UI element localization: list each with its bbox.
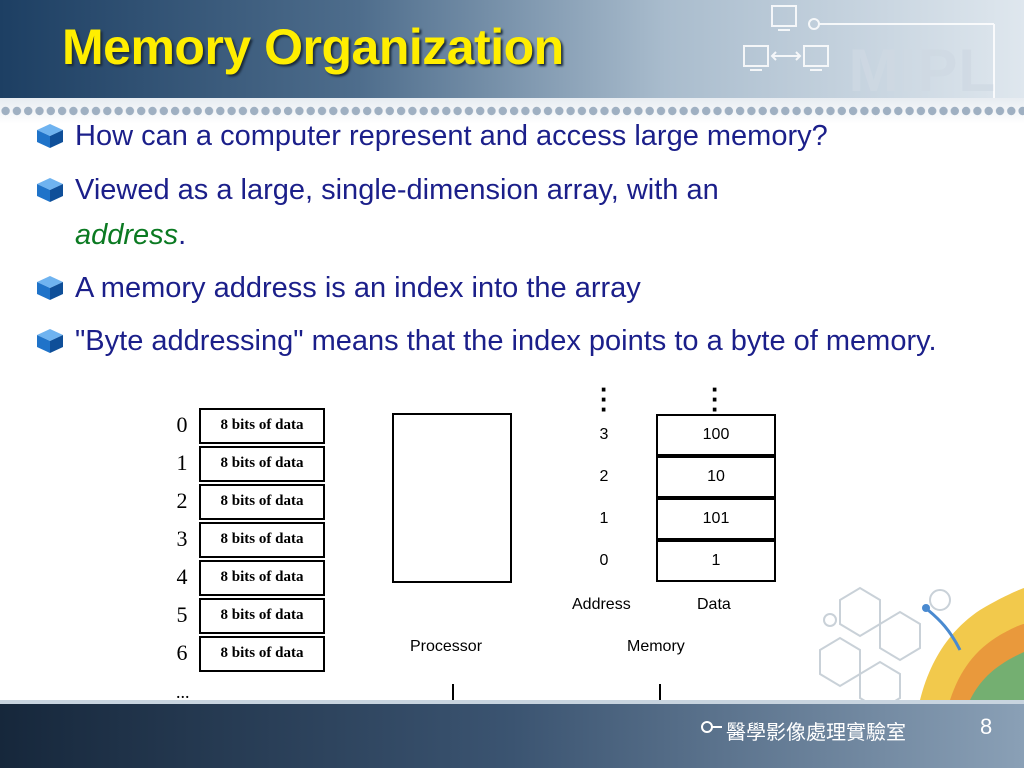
cube-bullet-icon [37, 276, 63, 300]
address-label: 2 [599, 468, 609, 485]
array-index-label: 5 [176, 602, 188, 627]
cube-bullet-icon [37, 124, 63, 148]
byte-cell: 8 bits of data [199, 484, 325, 520]
address-label: 1 [599, 510, 609, 527]
processor-label: Processor [410, 638, 483, 655]
memory-data-cell: 1 [656, 540, 776, 582]
array-index-label: 1 [176, 450, 188, 475]
array-index-label: 0 [176, 412, 188, 437]
memory-data-cell: 101 [656, 498, 776, 540]
memory-label: Memory [627, 638, 685, 655]
byte-cell: 8 bits of data [199, 446, 325, 482]
slide-header [0, 0, 1024, 100]
mipl-logo: MIPL [848, 37, 996, 104]
array-index-label: 6 [176, 640, 188, 665]
address-emphasis: address [75, 219, 179, 251]
array-ellipsis: ... [176, 682, 190, 702]
page-number: 8 [980, 714, 993, 739]
dotted-divider [0, 98, 1024, 124]
slide-title: Memory Organization [62, 19, 564, 75]
bullet-text: "Byte addressing" means that the index p… [75, 325, 937, 357]
bullet-3: A memory address is an index into the ar… [36, 266, 976, 311]
footer-divider [0, 700, 1024, 704]
byte-cell: 8 bits of data [199, 636, 325, 672]
array-index-label: 2 [176, 488, 188, 513]
footer-connector-icon [701, 721, 722, 733]
address-ellipsis-vertical: ··· [600, 374, 609, 424]
bullet-text: How can a computer represent and access … [75, 120, 828, 152]
address-label: 3 [599, 426, 609, 443]
cube-bullet-icon [37, 329, 63, 353]
data-header: Data [697, 596, 731, 613]
bullet-text: A memory address is an index into the ar… [75, 272, 641, 304]
cube-bullet-icon [37, 178, 63, 202]
slide-footer [0, 700, 1024, 768]
bullet-1: How can a computer represent and access … [36, 114, 976, 159]
bullet-4: "Byte addressing" means that the index p… [36, 319, 966, 364]
data-ellipsis-vertical: ··· [711, 374, 720, 424]
memory-data-cell: 100 [656, 414, 776, 456]
byte-cell: 8 bits of data [199, 598, 325, 634]
byte-cell: 8 bits of data [199, 522, 325, 558]
address-header: Address [572, 596, 631, 613]
bullet-2: Viewed as a large, single-dimension arra… [36, 168, 976, 258]
processor-box [392, 413, 512, 583]
byte-cell: 8 bits of data [199, 408, 325, 444]
array-index-label: 3 [176, 526, 188, 551]
decorative-hand-illustration [819, 586, 1024, 700]
byte-cell: 8 bits of data [199, 560, 325, 596]
array-index-label: 4 [176, 564, 188, 589]
network-computers-icon [743, 5, 995, 98]
address-label: 0 [599, 552, 609, 569]
lab-name: 醫學影像處理實驗室 [726, 720, 906, 744]
bullet-text: Viewed as a large, single-dimension arra… [75, 174, 719, 251]
memory-data-cell: 10 [656, 456, 776, 498]
